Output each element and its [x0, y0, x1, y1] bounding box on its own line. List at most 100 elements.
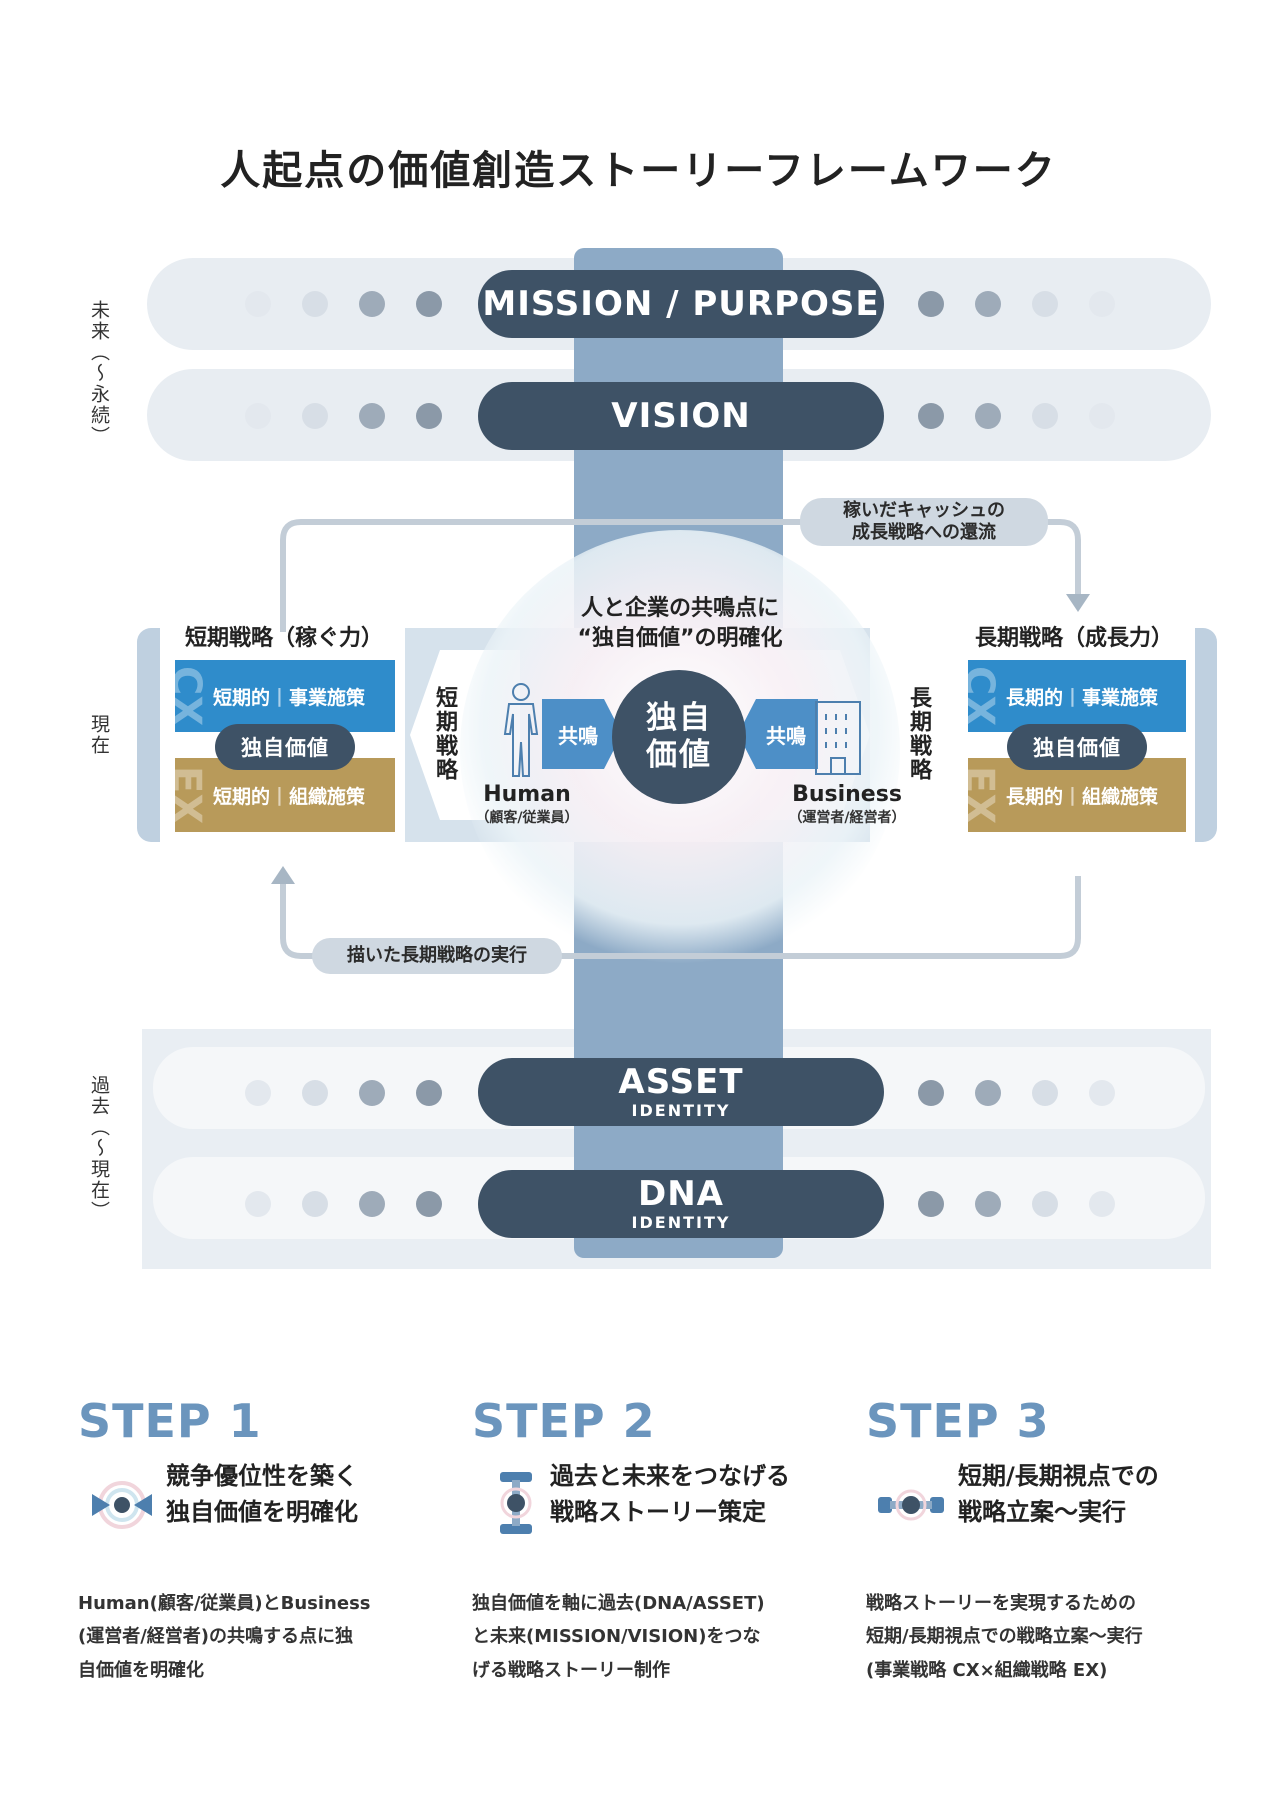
human-label: Human — [483, 782, 571, 807]
band-dot — [359, 1080, 385, 1106]
step3-lead-line2: 戦略立案〜実行 — [958, 1498, 1126, 1526]
vision-label: VISION — [611, 396, 751, 436]
human-label-group: Human （顧客/従業員） — [462, 782, 592, 827]
step3-body: 戦略ストーリーを実現するための 短期/長期視点での戦略立案〜実行 (事業戦略 C… — [866, 1587, 1226, 1687]
long-ex-divider: | — [1069, 784, 1076, 806]
step2-lead-line1: 過去と未来をつなげる — [550, 1462, 790, 1490]
long-term-vertical-label: 長期戦略 — [906, 686, 931, 782]
band-dot — [1089, 1080, 1115, 1106]
long-ex-tag: EX — [968, 765, 1002, 825]
right-resonance-arrow — [738, 699, 818, 769]
band-dot — [302, 1191, 328, 1217]
band-dot — [975, 1191, 1001, 1217]
long-cx-label-a: 長期的 — [1006, 686, 1064, 709]
vision-pill: VISION — [478, 382, 884, 450]
band-dot — [416, 403, 442, 429]
step1-lead-line1: 競争優位性を築く — [166, 1462, 358, 1490]
center-caption-line2: “独自価値”の明確化 — [577, 625, 783, 651]
long-term-ex-box: EX 長期的 | 組織施策 — [968, 758, 1186, 832]
long-term-core-pill: 独自価値 — [1007, 724, 1147, 770]
band-dot — [918, 1080, 944, 1106]
band-dot — [302, 291, 328, 317]
step3-title: STEP 3 — [866, 1394, 1050, 1448]
band-dot — [416, 291, 442, 317]
top-loop-line — [280, 519, 1081, 632]
step2-lead: 過去と未来をつなげる 戦略ストーリー策定 — [550, 1458, 790, 1530]
band-dot — [1089, 1191, 1115, 1217]
step1-body-line3: 自価値を明確化 — [78, 1659, 204, 1681]
asset-label: ASSET — [618, 1061, 744, 1102]
business-sub-label: （運営者/経営者） — [788, 810, 906, 826]
step1-body-line2: (運営者/経営者)の共鳴する点に独 — [78, 1626, 354, 1648]
center-caption-line1: 人と企業の共鳴点に — [580, 596, 779, 621]
step1-title: STEP 1 — [78, 1394, 262, 1448]
core-value-circle: 独自 価値 — [612, 670, 746, 804]
cash-reflow-line1: 稼いだキャッシュの — [843, 500, 1005, 522]
band-dot — [1089, 291, 1115, 317]
long-ex-label-b: 組織施策 — [1081, 785, 1158, 808]
step2-body: 独自価値を軸に過去(DNA/ASSET) と未来(MISSION/VISION)… — [472, 1587, 832, 1687]
band-dot — [245, 291, 271, 317]
band-dot — [416, 1191, 442, 1217]
left-resonance-arrow — [542, 699, 622, 769]
band-dot — [302, 1080, 328, 1106]
band-dot — [918, 403, 944, 429]
band-dot — [1032, 1080, 1058, 1106]
short-ex-label-b: 組織施策 — [288, 785, 365, 808]
left-resonance-label: 共鳴 — [558, 724, 598, 748]
long-term-execution-pill: 描いた長期戦略の実行 — [312, 938, 562, 974]
past-label: 過去（〜現在） — [88, 1075, 110, 1222]
step3-lead: 短期/長期視点での 戦略立案〜実行 — [958, 1458, 1159, 1530]
short-cx-label-a: 短期的 — [213, 686, 271, 709]
band-dot — [1032, 1191, 1058, 1217]
short-cx-label-b: 事業施策 — [288, 686, 365, 709]
dna-pill: DNA IDENTITY — [478, 1170, 884, 1238]
band-dot — [975, 403, 1001, 429]
core-value-line1: 独自 — [646, 699, 712, 736]
human-sub-label: （顧客/従業員） — [475, 810, 579, 826]
mission-label: MISSION / PURPOSE — [482, 284, 880, 324]
band-dot — [359, 1191, 385, 1217]
long-cx-tag: CX — [968, 665, 1002, 727]
core-value-line2: 価値 — [646, 737, 712, 773]
band-dot — [245, 1191, 271, 1217]
asset-sub-label: IDENTITY — [631, 1100, 731, 1120]
step2-body-line1: 独自価値を軸に過去(DNA/ASSET) — [472, 1593, 765, 1614]
short-ex-divider: | — [276, 784, 283, 806]
short-term-cx-box: CX 短期的 | 事業施策 — [175, 660, 395, 732]
short-term-ex-box: EX 短期的 | 組織施策 — [175, 758, 395, 832]
band-dot — [918, 291, 944, 317]
horizontal-link-icon — [878, 1489, 944, 1521]
long-term-cx-box: CX 長期的 | 事業施策 — [968, 660, 1186, 732]
step2-title: STEP 2 — [472, 1394, 656, 1448]
step3-body-line1: 戦略ストーリーを実現するための — [866, 1593, 1136, 1614]
center-caption: 人と企業の共鳴点に “独自価値”の明確化 — [530, 594, 830, 653]
step3-body-line3: (事業戦略 CX×組織戦略 EX) — [866, 1659, 1108, 1681]
right-resonance-label: 共鳴 — [766, 724, 806, 748]
band-dot — [302, 403, 328, 429]
band-dot — [359, 291, 385, 317]
converge-icon — [92, 1481, 152, 1529]
band-dot — [1032, 291, 1058, 317]
long-cx-divider: | — [1069, 685, 1076, 707]
band-dot — [975, 1080, 1001, 1106]
step2-body-line2: と未来(MISSION/VISION)をつな — [472, 1626, 761, 1648]
band-dot — [416, 1080, 442, 1106]
band-dot — [1032, 403, 1058, 429]
step1-body: Human(顧客/従業員)とBusiness (運営者/経営者)の共鳴する点に独… — [78, 1587, 418, 1687]
dna-sub-label: IDENTITY — [631, 1212, 731, 1232]
long-term-execution-label: 描いた長期戦略の実行 — [347, 945, 527, 967]
step1-lead: 競争優位性を築く 独自価値を明確化 — [166, 1458, 358, 1530]
step1-lead-line2: 独自価値を明確化 — [166, 1498, 358, 1526]
long-term-title: 長期戦略（成長力） — [975, 626, 1174, 651]
step2-body-line3: げる戦略ストーリー制作 — [472, 1659, 670, 1681]
step3-body-line2: 短期/長期視点での戦略立案〜実行 — [866, 1626, 1143, 1648]
resonance-arrows — [542, 699, 818, 769]
short-term-title: 短期戦略（稼ぐ力） — [185, 626, 384, 651]
building-icon — [815, 701, 861, 775]
bottom-loop-line — [280, 876, 1081, 959]
band-dot — [918, 1191, 944, 1217]
short-term-core-pill: 独自価値 — [215, 724, 355, 770]
long-ex-label-a: 長期的 — [1006, 785, 1064, 808]
